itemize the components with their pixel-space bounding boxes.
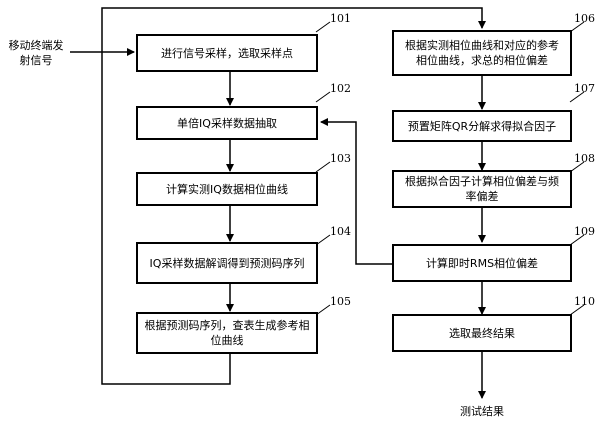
step-108-box: 根据拟合因子计算相位偏差与频率偏差 [392, 170, 572, 208]
step-104-box: IQ采样数据解调得到预测码序列 [136, 242, 318, 284]
step-108-number: 108 [574, 152, 595, 165]
step-107-box: 预置矩阵QR分解求得拟合因子 [392, 110, 572, 142]
step-109-number: 109 [574, 225, 595, 238]
step-110-number: 110 [574, 295, 595, 308]
step-103-number: 103 [330, 152, 351, 165]
step-102-box: 单倍IQ采样数据抽取 [136, 106, 318, 140]
step-105-number: 105 [330, 295, 351, 308]
step-103-box: 计算实测IQ数据相位曲线 [136, 172, 318, 206]
step-106-number: 106 [574, 12, 595, 25]
step-104-number: 104 [330, 225, 351, 238]
step-101-box: 进行信号采样，选取采样点 [136, 34, 318, 72]
loop-109-to-102 [320, 118, 392, 265]
step-101-number: 101 [330, 12, 351, 25]
output-label: 测试结果 [460, 405, 504, 418]
step-105-box: 根据预测码序列，查表生成参考相位曲线 [136, 312, 318, 354]
step-109-box: 计算即时RMS相位偏差 [392, 244, 572, 282]
loop-105-to-106 [101, 7, 486, 385]
input-label: 移动终端发射信号 [8, 39, 64, 67]
step-106-box: 根据实测相位曲线和对应的参考相位曲线，求总的相位偏差 [392, 30, 572, 76]
step-107-number: 107 [574, 82, 595, 95]
step-102-number: 102 [330, 82, 351, 95]
step-110-box: 选取最终结果 [392, 314, 572, 352]
